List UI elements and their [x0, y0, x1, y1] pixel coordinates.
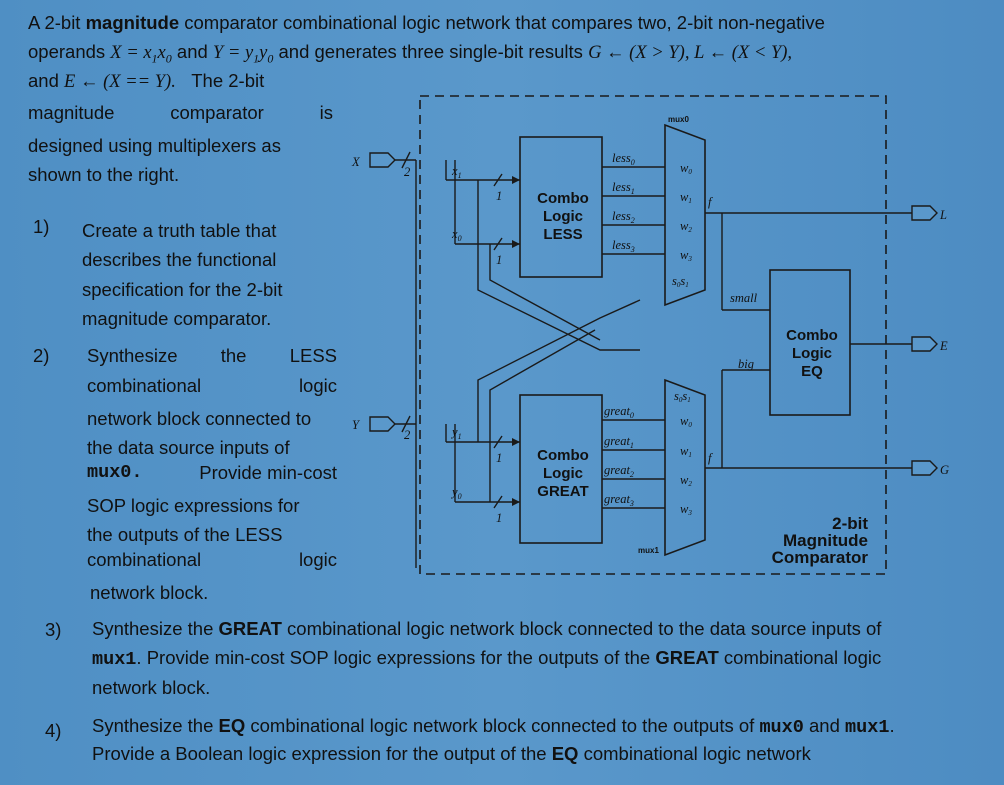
q2-line: the outputs of the LESS: [87, 524, 283, 545]
great-signal-label: great0: [604, 404, 634, 420]
intro-line-5: designed using multiplexers as: [28, 135, 281, 156]
q3-line-1: Synthesize the GREAT combinational logic…: [92, 618, 882, 639]
mux0: [664, 123, 706, 307]
less-block-label: Combo: [537, 190, 589, 207]
q3-number: 3): [45, 619, 62, 640]
mux0-label: mux0: [668, 115, 689, 124]
x-input-label: X: [351, 155, 361, 169]
q2-line: mux0.Provide min-cost: [87, 462, 337, 483]
eq-block-label: EQ: [801, 363, 823, 380]
y-bus-width: 2: [404, 428, 410, 442]
mux1: [664, 378, 706, 557]
q1-number: 1): [33, 216, 50, 237]
q2-line: SOP logic expressions for: [87, 495, 300, 516]
small-signal-label: small: [730, 291, 758, 305]
y1-label: y1: [450, 425, 462, 441]
intro-line-6: shown to the right.: [28, 164, 180, 185]
q1-line: Create a truth table that: [82, 220, 277, 241]
y0-bit-width: 1: [496, 511, 502, 525]
great-block-label: Logic: [543, 465, 583, 482]
q4-number: 4): [45, 720, 62, 741]
y0-label: y0: [450, 485, 462, 501]
q4-line-1: Synthesize the EQ combinational logic ne…: [92, 715, 895, 738]
mux0-input-label: w0: [680, 161, 692, 176]
less-signal-label: less2: [612, 209, 635, 225]
less-block-label: Logic: [543, 208, 583, 225]
great-block: [519, 394, 603, 544]
q2-line: network block.: [90, 582, 209, 603]
mux1-label: mux1: [638, 546, 659, 555]
mux1-select-label: s0s1: [674, 389, 691, 404]
less-signal-label: less1: [612, 180, 635, 196]
mux0-input-label: w3: [680, 248, 692, 263]
eq-block: [769, 269, 851, 416]
q1-line: specification for the 2-bit: [82, 279, 283, 300]
great-signal-label: great1: [604, 434, 634, 450]
mux0-output-label: f: [708, 195, 713, 209]
q2-number: 2): [33, 345, 50, 366]
e-output-label: E: [939, 339, 948, 353]
mux0-input-label: w2: [680, 219, 692, 234]
intro-line-1: A 2-bit magnitude comparator combination…: [28, 12, 825, 33]
mux1-input-label: w3: [680, 502, 692, 517]
intro-line-3: and E ← (X == Y). The 2-bit: [28, 70, 265, 92]
x-input-port: [369, 152, 396, 168]
big-signal-label: big: [738, 357, 754, 371]
q3-line-3: network block.: [92, 677, 211, 698]
x1-bit-width: 1: [496, 189, 502, 203]
x1-label: x1: [451, 164, 462, 180]
diagram-title: Comparator: [772, 548, 869, 567]
g-output-label: G: [940, 463, 949, 477]
e-output-port: [911, 336, 938, 352]
y1-bit-width: 1: [496, 451, 502, 465]
less-signal-label: less3: [612, 238, 635, 254]
mux0-select-label: s0s1: [672, 274, 689, 289]
l-output-port: [911, 205, 938, 221]
q3-line-2: mux1. Provide min-cost SOP logic express…: [92, 647, 882, 670]
great-signal-label: great3: [604, 492, 634, 508]
eq-block-label: Combo: [786, 327, 838, 344]
mux1-output-label: f: [708, 451, 713, 465]
q2-line: the data source inputs of: [87, 437, 290, 458]
q1-line: magnitude comparator.: [82, 308, 272, 329]
diagram-title: Magnitude: [783, 531, 868, 550]
less-block-label: LESS: [543, 226, 582, 243]
x0-bit-width: 1: [496, 253, 502, 267]
diagram-title: 2-bit: [832, 514, 868, 533]
mux1-input-label: w2: [680, 473, 692, 488]
mux1-input-label: w1: [680, 444, 692, 459]
x-bus-width: 2: [404, 165, 410, 179]
mux0-input-label: w1: [680, 190, 692, 205]
y-input-port: [369, 416, 396, 432]
y-input-label: Y: [352, 418, 361, 432]
q1-line: describes the functional: [82, 249, 277, 270]
great-block-label: GREAT: [537, 483, 588, 500]
x0-label: x0: [451, 227, 462, 243]
great-signal-label: great2: [604, 463, 634, 479]
l-output-label: L: [939, 208, 947, 222]
less-signal-label: less0: [612, 151, 635, 167]
less-block: [519, 136, 603, 278]
intro-line-2: operands X = x1x0 and Y = y1y0 and gener…: [28, 41, 793, 66]
eq-block-label: Logic: [792, 345, 832, 362]
q2-line: network block connected to: [87, 408, 312, 429]
comparator-boundary: [419, 95, 887, 575]
mux1-input-label: w0: [680, 414, 692, 429]
great-block-label: Combo: [537, 447, 589, 464]
q4-line-2: Provide a Boolean logic expression for t…: [92, 743, 811, 764]
g-output-port: [911, 460, 938, 476]
